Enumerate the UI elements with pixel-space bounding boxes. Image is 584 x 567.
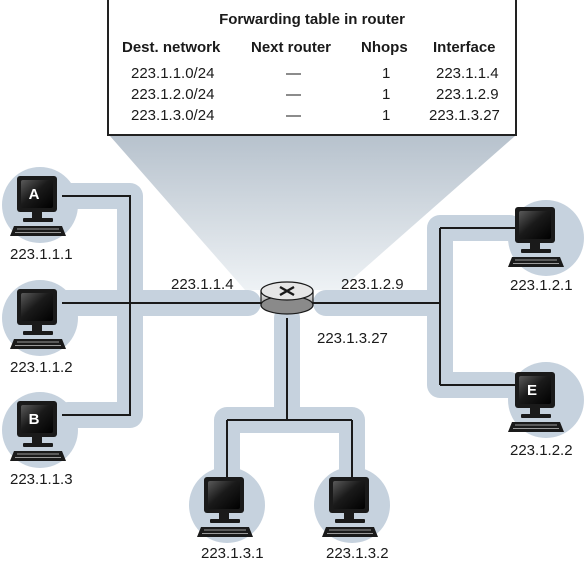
- row-1-interface: 223.1.1.4: [436, 65, 499, 82]
- host-e-letter: E: [527, 382, 537, 399]
- host-6-address: 223.1.3.1: [201, 545, 264, 562]
- row-1-next: —: [286, 65, 301, 82]
- table-title: Forwarding table in router: [219, 11, 405, 28]
- host-2-address: 223.1.1.2: [10, 359, 73, 376]
- row-3-nhops: 1: [382, 107, 391, 124]
- row-2-nhops: 1: [382, 86, 391, 103]
- host-a-letter: A: [29, 186, 40, 203]
- col-header-dest: Dest. network: [122, 39, 221, 56]
- host-4-address: 223.1.2.1: [510, 277, 573, 294]
- host-a-address: 223.1.1.1: [10, 246, 73, 263]
- host-b-address: 223.1.1.3: [10, 471, 73, 488]
- router-interface-bottom-label: 223.1.3.27: [317, 330, 388, 347]
- row-2-interface: 223.1.2.9: [436, 86, 499, 103]
- host-7-address: 223.1.3.2: [326, 545, 389, 562]
- router-icon: [260, 281, 314, 315]
- host-b-letter: B: [29, 411, 40, 428]
- router-interface-left-label: 223.1.1.4: [171, 276, 234, 293]
- row-2-next: —: [286, 86, 301, 103]
- col-header-nhops: Nhops: [361, 39, 408, 56]
- zoom-funnel: [110, 136, 515, 290]
- row-3-next: —: [286, 107, 301, 124]
- row-3-dest: 223.1.3.0/24: [131, 107, 215, 124]
- row-1-dest: 223.1.1.0/24: [131, 65, 215, 82]
- col-header-interface: Interface: [433, 39, 496, 56]
- forwarding-table: Forwarding table in router Dest. network…: [107, 0, 517, 136]
- row-3-interface: 223.1.3.27: [429, 107, 500, 124]
- host-e-address: 223.1.2.2: [510, 442, 573, 459]
- col-header-next: Next router: [251, 39, 332, 56]
- row-2-dest: 223.1.2.0/24: [131, 86, 215, 103]
- row-1-nhops: 1: [382, 65, 391, 82]
- router-interface-right-label: 223.1.2.9: [341, 276, 404, 293]
- network-links: [62, 195, 515, 482]
